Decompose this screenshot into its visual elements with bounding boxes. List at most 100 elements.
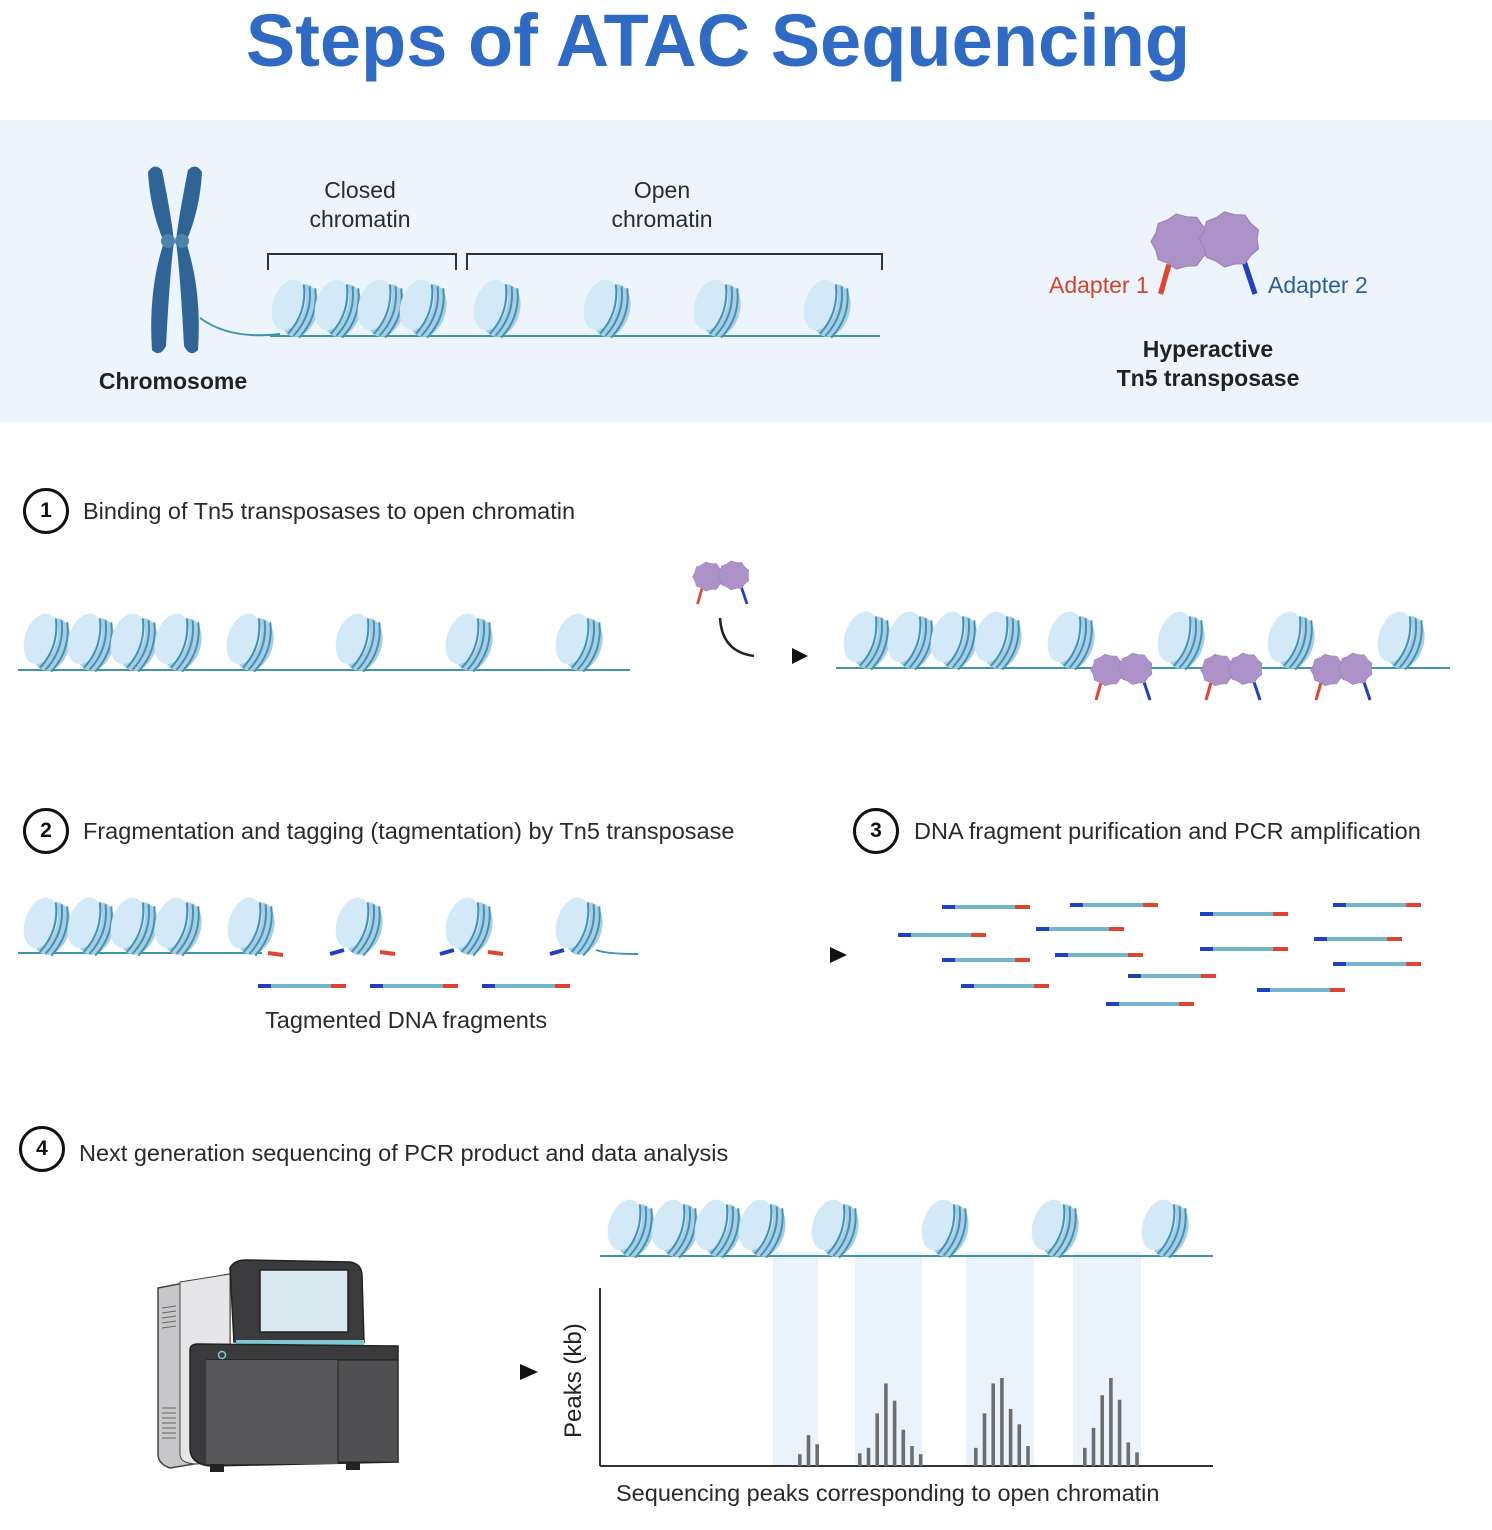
dna-fragment [1333,962,1421,966]
nucleosome [803,279,851,339]
nucleosome [555,613,603,673]
overview-panel [0,120,1492,422]
dna-fragment [482,984,570,988]
dna-fragment [1106,1002,1194,1006]
tn5-transposase [1200,652,1263,701]
open-chromatin-line2: chromatin [611,206,713,232]
peak-bar [866,1447,871,1466]
nucleosome [473,279,521,339]
adapter2-end [439,948,455,956]
nucleosome [811,1199,859,1259]
peak-bar [901,1429,906,1466]
dna-fragment [1200,912,1288,916]
peak-bar [1109,1378,1113,1466]
peak-bar [884,1383,888,1466]
tn5-transposase-icon [692,560,750,605]
chromosome-icon [148,166,202,354]
dna-fragment [961,984,1049,988]
step-1-text: Binding of Tn5 transposases to open chro… [83,498,576,524]
chart-x-axis-label: Sequencing peaks corresponding to open c… [616,1480,1160,1506]
adapter2-strand [1252,681,1262,701]
step-2-text: Fragmentation and tagging (tagmentation)… [83,818,735,844]
nucleosome [1377,611,1425,671]
dna-fragment [1128,974,1216,978]
closed-chromatin-line1: Closed [324,177,396,203]
open-region-highlight-4 [1073,1252,1141,1466]
nucleosome [445,613,493,673]
dna-fragment [1070,903,1158,907]
nucleosome [23,613,71,673]
adapter1-strand [696,588,704,605]
nucleosome [110,613,158,673]
peak-bar [1083,1447,1087,1466]
peak-bar [1117,1399,1122,1466]
nucleosome [555,897,603,957]
step-1-badge: 1 [23,488,69,534]
nucleosome [693,279,741,339]
dna-fragment [370,984,458,988]
peak-bar [918,1454,923,1466]
nucleosome [227,897,275,957]
tn5-transposase-icon [1150,211,1259,295]
nucleosome [651,1199,699,1259]
sequencer-machine-icon [157,1259,399,1472]
peak-bar [1135,1452,1139,1466]
peak-bar [1091,1427,1096,1466]
nucleosome [23,897,71,957]
tagmented-fragments-label: Tagmented DNA fragments [265,1007,548,1033]
peak-bar [806,1435,811,1466]
dna-fragment [258,984,346,988]
nucleosome [1267,611,1315,671]
nucleosome [67,613,115,673]
nucleosome [1157,611,1205,671]
peak-bar [1100,1395,1104,1466]
nucleosome [335,897,383,957]
nucleosome [271,279,319,339]
dna-linker [595,949,639,955]
peak-bar [991,1383,995,1466]
peak-bar [1008,1408,1013,1466]
nucleosome [67,897,115,957]
open-region-highlight-1 [773,1252,818,1466]
nucleosome [335,613,383,673]
adapter2-strand [1362,681,1372,701]
nucleosome [1031,1199,1079,1259]
nucleosome [887,611,935,671]
step-3-text: DNA fragment purification and PCR amplif… [914,818,1421,844]
step-3-badge: 3 [853,808,899,854]
sequencing-arrow [418,1364,538,1380]
nucleosome [154,897,202,957]
transposase-label-line1: Hyperactive [1142,336,1274,362]
step-4-badge: 4 [19,1126,65,1172]
dna-fragment [1200,947,1288,951]
adapter2-strand [1242,261,1258,295]
nucleosome [921,1199,969,1259]
nucleosome [1047,611,1095,671]
nucleosome [110,897,158,957]
peak-bar [982,1413,987,1466]
nucleosome [445,897,493,957]
peak-bar [974,1447,978,1466]
adapter2-strand [1142,681,1152,701]
tn5-transposase [1150,211,1259,295]
tn5-transposase [1310,652,1373,701]
closed-chromatin-line2: chromatin [309,206,411,232]
nucleosome [314,279,362,339]
tn5-transposase [1090,652,1153,701]
adapter2-label: Adapter 2 [1268,272,1368,298]
nucleosome [843,611,891,671]
peak-bar [1017,1424,1022,1466]
open-region-highlight-2 [855,1252,922,1466]
peak-bar [1126,1442,1131,1466]
page-title: Steps of ATAC Sequencing [245,0,1191,82]
peak-bar [875,1413,879,1466]
chart-y-axis-label: Peaks (kb) [560,1323,587,1438]
tn5-transposase [692,560,750,605]
chromosome-label: Chromosome [98,368,248,394]
nucleosome [1141,1199,1189,1259]
adapter1-strand [1094,682,1103,701]
